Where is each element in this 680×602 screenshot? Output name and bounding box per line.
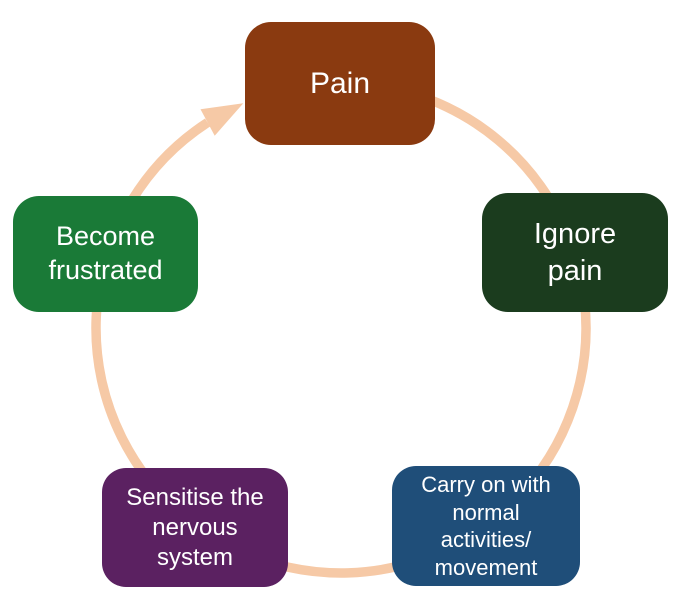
node-ignore-pain-label: Ignore pain [533,218,617,287]
node-sensitise: Sensitise the nervous system [102,468,288,587]
node-sensitise-label: Sensitise the nervous system [126,483,264,571]
node-carry-on-label: Carry on with normal activities/ movemen… [421,472,551,580]
node-become-frustrated-label: Become frustrated [48,221,163,285]
node-pain-label: Pain [309,66,371,100]
node-ignore-pain: Ignore pain [482,193,668,312]
node-pain: Pain [245,22,435,145]
node-become-frustrated: Become frustrated [13,196,198,312]
cycle-arrowhead-icon [200,103,244,136]
node-carry-on: Carry on with normal activities/ movemen… [392,466,580,586]
